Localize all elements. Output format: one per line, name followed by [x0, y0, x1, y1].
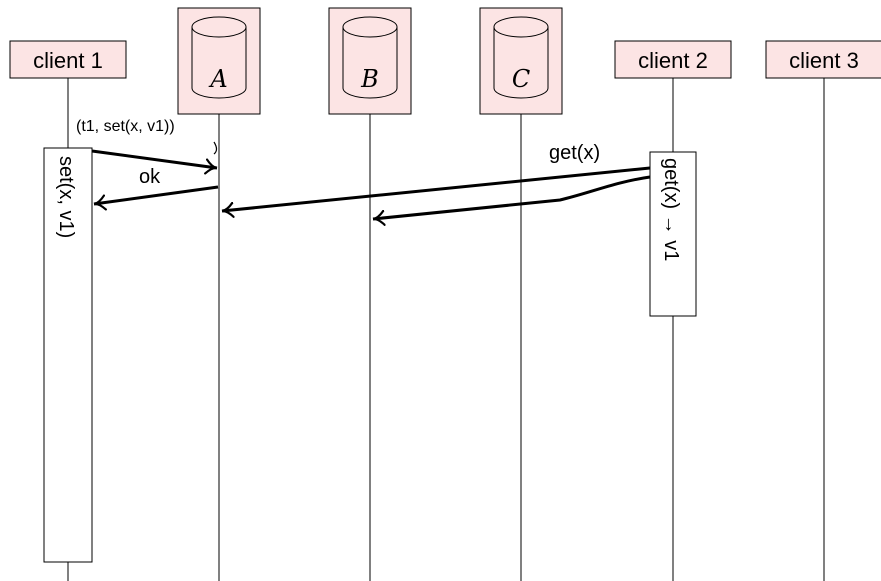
lifelines [67, 78, 825, 581]
participant-client-3-label: client 3 [789, 48, 859, 73]
participant-client-2-label: client 2 [638, 48, 708, 73]
participant-client-1-label: client 1 [33, 48, 103, 73]
activation-client-2-label: get(x) → v1 [660, 158, 682, 261]
message-ok-arrow [94, 185, 219, 204]
message-ok-label: ok [139, 166, 161, 188]
participant-db-b-label: B [360, 65, 379, 93]
participant-db-a: A [177, 7, 261, 115]
participant-db-c: C [479, 7, 563, 115]
participant-client-3: client 3 [765, 40, 881, 79]
participant-client-1: client 1 [9, 40, 127, 79]
database-icon [191, 16, 247, 99]
message-get-arrow-to-a [222, 166, 651, 211]
message-set-label-pointer [213, 141, 218, 155]
message-get-arrow-to-b [373, 175, 651, 219]
database-icon [493, 16, 549, 99]
message-get-label: get(x) [549, 142, 600, 164]
activation-client-1-label: set(x, v1) [55, 156, 77, 238]
message-ok-response: ok [94, 166, 219, 204]
message-set-request: (t1, set(x, v1)) [76, 118, 217, 168]
activation-client-1: set(x, v1) [43, 147, 93, 563]
participant-db-b: B [328, 7, 412, 115]
message-set-arrow [91, 149, 217, 168]
database-icon [342, 16, 398, 99]
participant-client-2: client 2 [614, 40, 732, 79]
participant-db-c-label: C [512, 65, 530, 93]
message-set-label: (t1, set(x, v1)) [76, 118, 175, 135]
activation-client-2: get(x) → v1 [649, 151, 697, 317]
participant-db-a-label: A [208, 65, 227, 93]
message-get-request: get(x) [222, 142, 651, 219]
